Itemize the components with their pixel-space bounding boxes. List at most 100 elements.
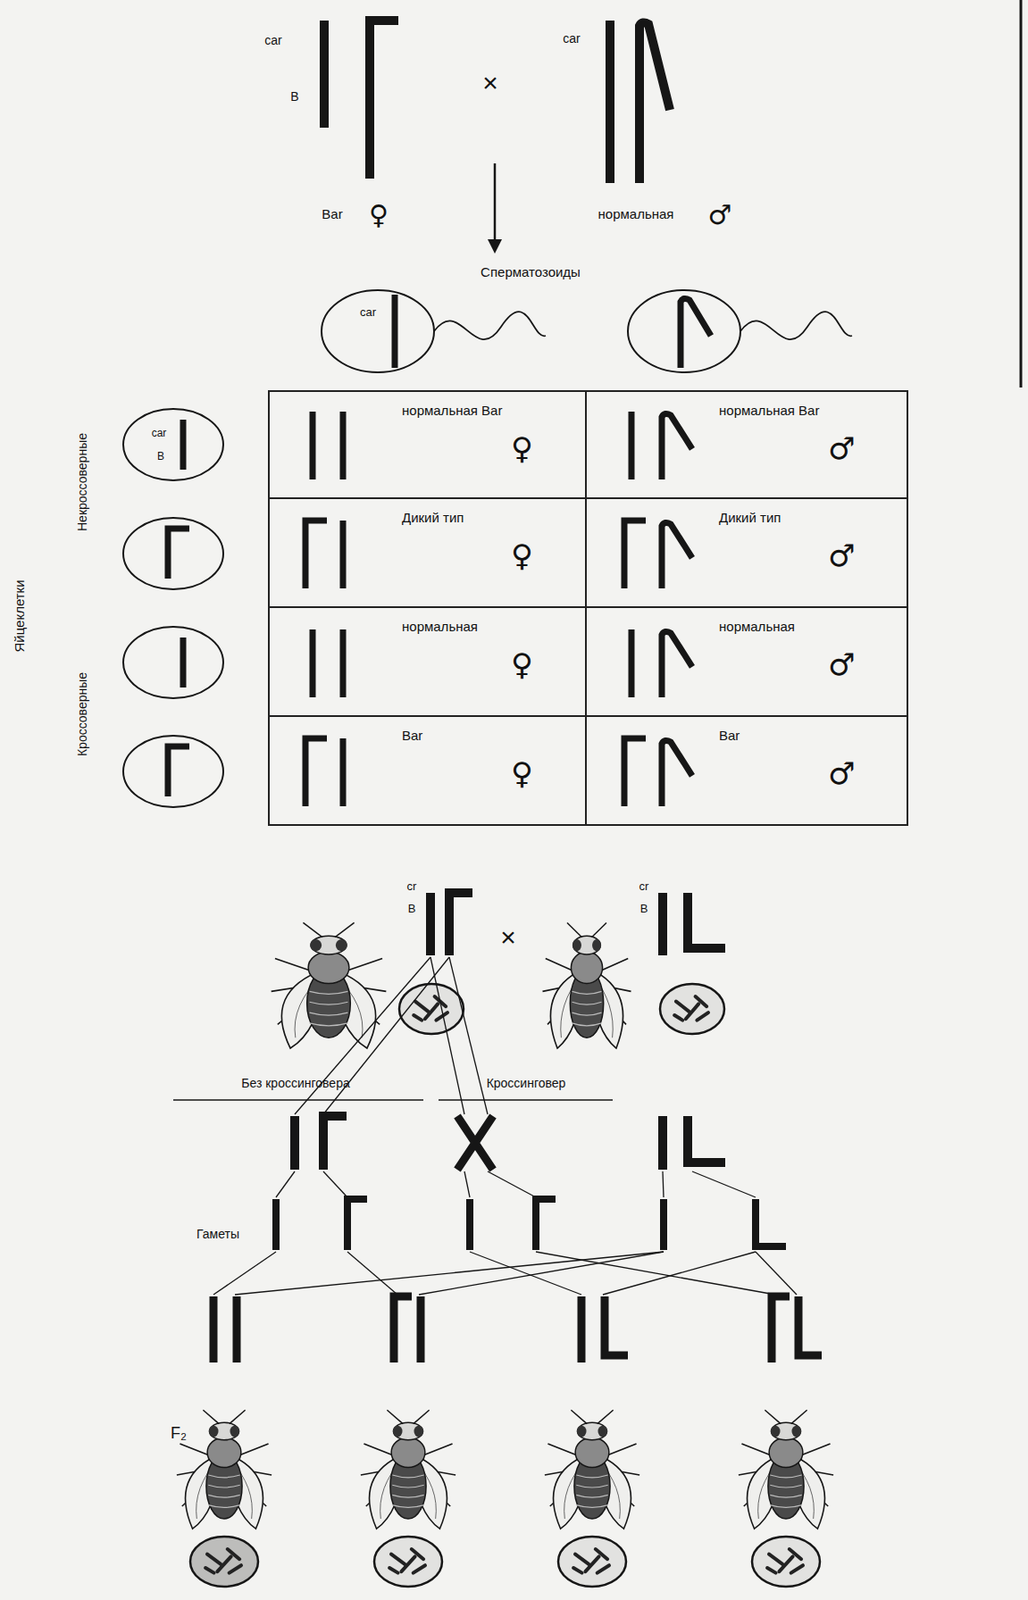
gamete-chromosomes [275,1199,786,1251]
chromosome [628,629,636,698]
inheritance-line [323,1171,348,1198]
gene-label: B [640,902,649,916]
y-chromosome [604,1296,628,1356]
sex-symbol: ♂ [827,756,855,792]
gene-label: car [562,32,580,46]
chromosome [624,520,646,589]
fruit-fly [360,1410,456,1530]
punnett-cell: нормальная Bar ♂ [585,390,909,500]
fruit-fly [544,1410,640,1530]
inheritance-line [323,957,450,1115]
chromosome [209,1296,218,1363]
row-group-label: Некроссоверные [75,433,90,532]
phenotype-label: нормальная [598,207,675,223]
chromosome [290,1116,300,1171]
arrow-head [487,239,502,254]
section-title: Без кроссинговера [241,1077,350,1091]
chromosome [658,893,668,956]
section-title: Сперматозоиды [480,265,581,281]
phenotype-label: Дикий тип [718,509,781,526]
phenotype-label: Bar [718,727,740,744]
punnett-cell: нормальная♀ [267,606,587,718]
sex-symbol: ♀ [368,200,389,230]
phenotype-label: Bar [321,207,343,223]
inheritance-line [294,957,431,1115]
chromosome [577,1296,586,1363]
chromosome [624,738,646,807]
y-chromosome [661,413,693,480]
punnett-cell: Bar ♂ [585,715,909,827]
chromosome [167,528,190,579]
cell-chromosomes [312,629,343,698]
chromosome [605,20,615,184]
punnett-cell: нормальная Bar♀ [267,390,587,500]
chromosome [771,1296,790,1363]
punnett-cell: нормальная♂ [585,606,909,718]
phenotype-label: нормальная Bar [718,402,820,418]
row-group-label: Яйцеклетки [12,579,28,652]
fruit-fly [271,922,387,1049]
chromosome [167,746,190,797]
offspring-chromosomes [213,1296,822,1363]
parental-chromosomes [324,20,670,184]
gene-label: B [290,90,299,104]
y-chromosome [687,1116,726,1163]
cell-nucleus [190,1537,259,1588]
chromosome [369,20,399,179]
sex-symbol: ♂ [827,538,855,574]
inheritance-line [275,1171,295,1198]
chromosome [535,1199,556,1251]
chromosome [180,419,187,470]
cell-chromosomes [624,738,693,807]
cell-chromosomes [631,629,693,698]
y-chromosome [680,298,711,368]
inheritance-line [602,1252,756,1296]
egg-cell [123,735,224,808]
chromosome [233,1296,242,1363]
cell-nucleus [558,1537,627,1588]
row-group-label: Кроссоверные [75,672,90,757]
chromosome [272,1199,280,1251]
chromosome [658,1116,668,1171]
fruit-fly [176,1410,272,1530]
chromosome [392,294,399,368]
page-border [1019,0,1023,388]
fruit-fly [738,1410,834,1530]
cell-nucleus [399,984,464,1035]
punnett-cell: Bar♀ [267,715,587,827]
y-chromosome [661,522,693,589]
inheritance-line [430,957,465,1115]
phenotype-label: нормальная [718,618,795,635]
arrow-shaft [493,163,497,243]
chromosome [319,20,329,128]
phenotype-label: нормальная Bar [401,402,502,418]
sex-symbol: ♀ [510,538,534,574]
cell-chromosomes [312,411,343,480]
chromosome [323,1116,347,1171]
chromosome [340,629,347,698]
y-chromosome [798,1296,822,1356]
inheritance-line [469,1252,582,1296]
chromosome [309,629,317,698]
chromosome [347,1199,368,1251]
sex-symbol: ♀ [510,756,534,792]
sex-symbol: ♂ [708,200,733,230]
punnett-cell: Дикий тип ♂ [585,497,909,609]
punnett-cell: Дикий тип ♀ [267,497,587,609]
gene-label: B [157,451,165,463]
egg-cell [123,626,224,699]
sperm-cell [627,290,853,373]
chromosome [393,1296,412,1363]
generation-label: F₂ [170,1425,187,1444]
y-chromosome [639,22,670,184]
inheritance-line [213,1252,276,1296]
chromosome [340,411,347,480]
inheritance-line [487,1171,536,1198]
inheritance-line [449,957,488,1115]
chromosome [340,520,347,589]
chromosome [309,411,317,480]
y-chromosome [687,893,726,949]
sex-symbol: ♂ [827,431,855,467]
phenotype-label: Дикий тип [401,509,464,526]
meiosis-chromosomes [294,1116,726,1171]
